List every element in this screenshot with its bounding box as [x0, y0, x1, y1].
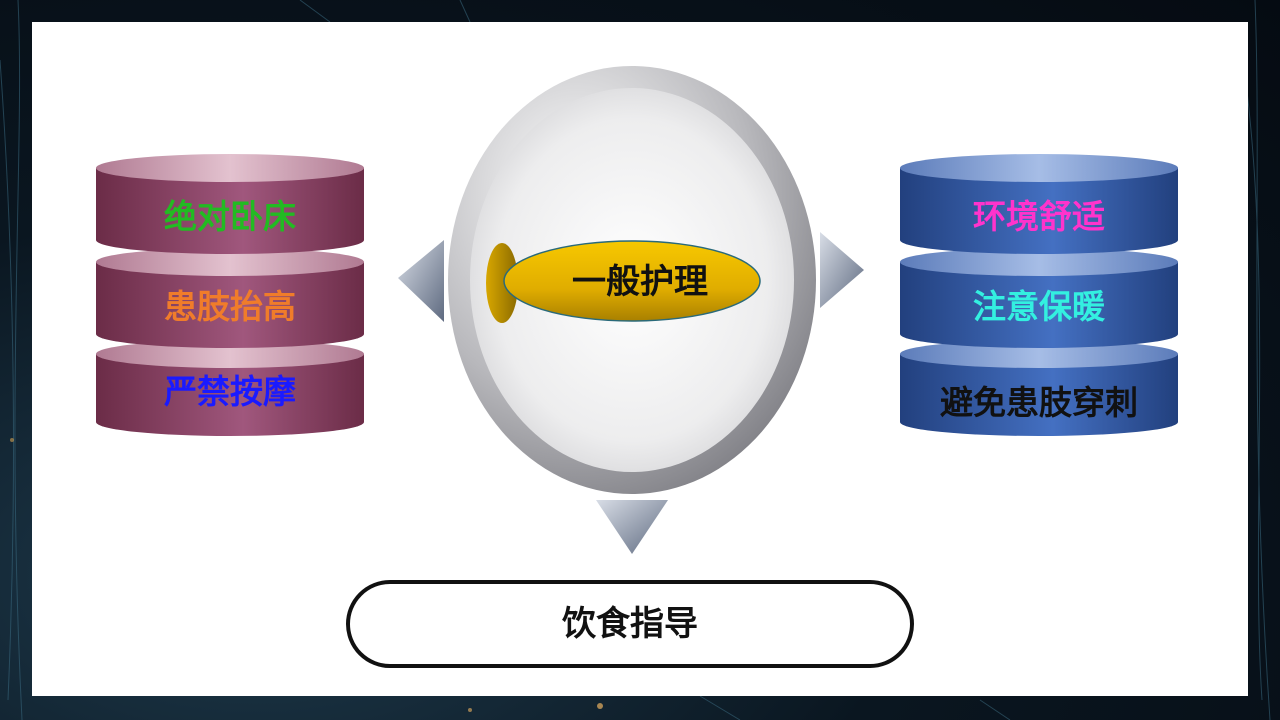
right-cylinder-segment-2 [900, 248, 1178, 348]
right-item-3-label: 避免患肢穿刺 [940, 383, 1138, 422]
left-arrow-icon [398, 240, 444, 322]
right-cylinder-segment-3 [900, 340, 1178, 436]
left-cylinder-segment-2 [96, 248, 364, 348]
diagram-canvas [96, 66, 1178, 554]
right-item-2-label: 注意保暖 [973, 287, 1105, 326]
right-cylinder-segment-1 [900, 154, 1178, 254]
right-item-1-label: 环境舒适 [973, 197, 1105, 236]
left-item-3-label: 严禁按摩 [164, 372, 296, 411]
left-cylinder-stack [96, 154, 364, 436]
bottom-pill: 饮食指导 [346, 580, 914, 668]
slide: 绝对卧床 患肢抬高 严禁按摩 环境舒适 注意保暖 避免患肢穿刺 一般护理 饮食指… [32, 22, 1248, 696]
center-disc [486, 240, 761, 323]
right-cylinder-stack [900, 154, 1178, 436]
right-arrow-icon [820, 232, 864, 308]
left-cylinder-segment-1 [96, 154, 364, 254]
down-arrow-icon [596, 500, 668, 554]
bottom-pill-label: 饮食指导 [562, 604, 698, 644]
left-cylinder-segment-3 [96, 340, 364, 436]
left-item-2-label: 患肢抬高 [164, 287, 296, 326]
left-item-1-label: 绝对卧床 [164, 197, 296, 236]
center-label: 一般护理 [572, 262, 708, 302]
